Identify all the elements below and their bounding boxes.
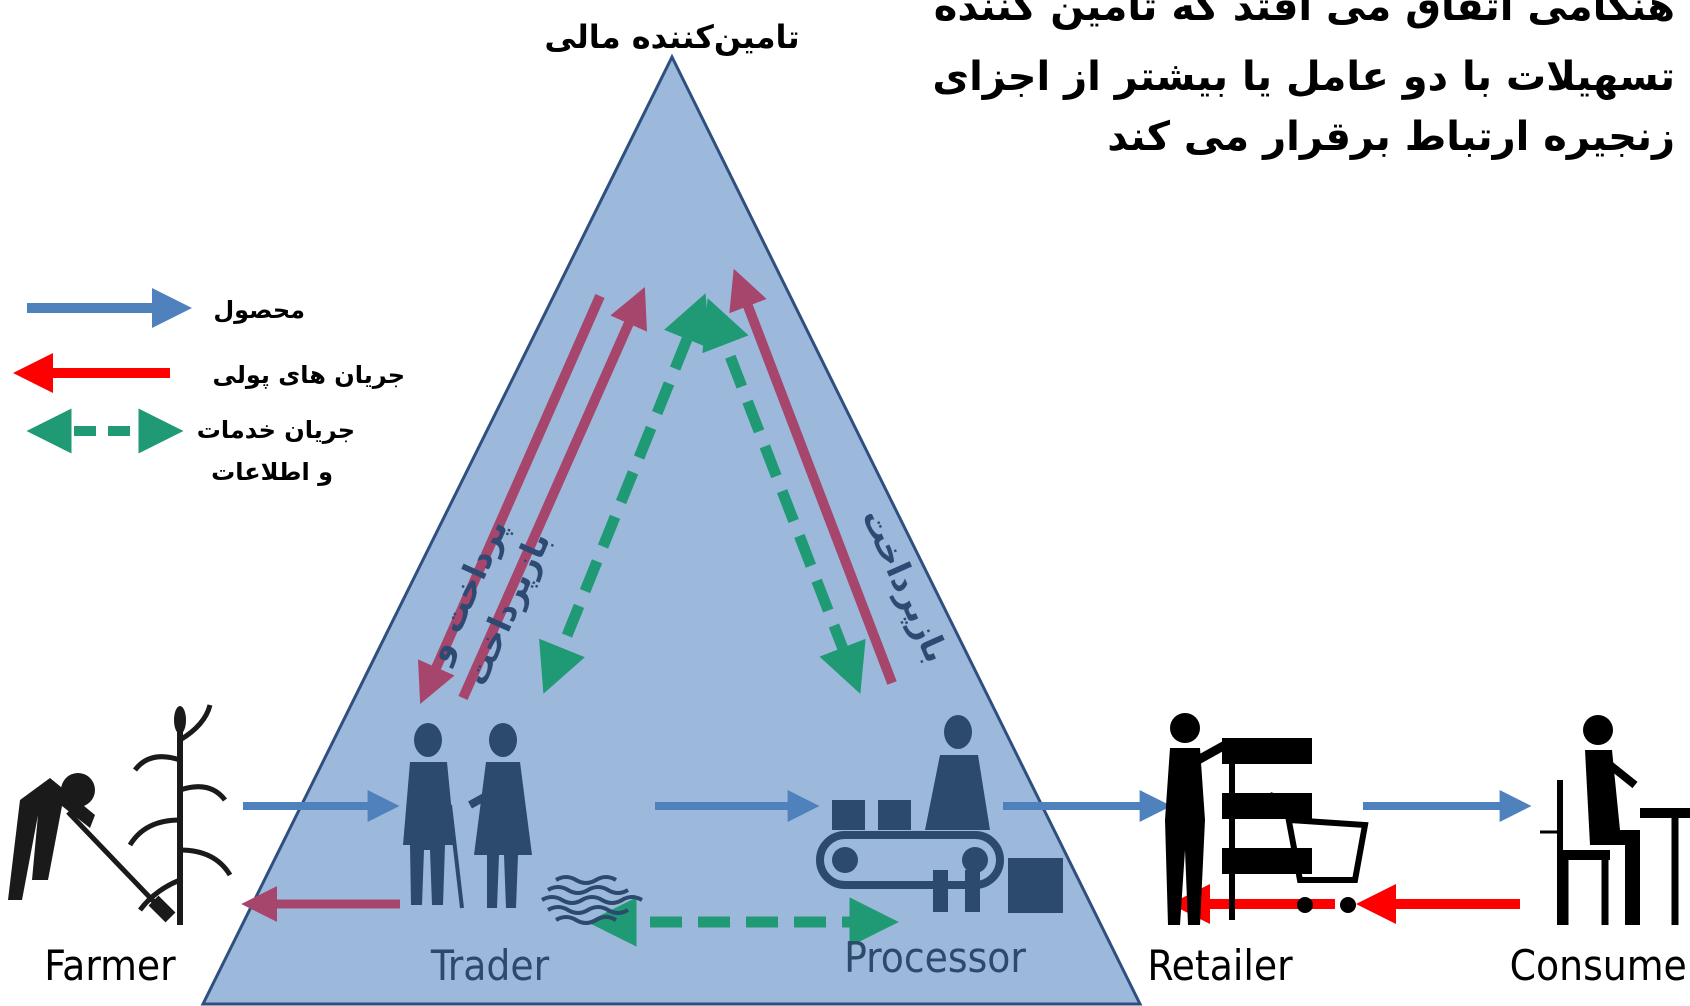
- apex-label: تامین‌کننده مالی: [544, 18, 799, 56]
- trader-icon: [403, 723, 532, 909]
- title-line-2: تسهیلات با دو عامل یا بیشتر از اجزای: [932, 54, 1675, 100]
- processor-icon: [816, 715, 1063, 913]
- retailer-icon: [1165, 713, 1369, 925]
- legend-service-label-1: جریان خدمات: [197, 416, 355, 444]
- consumer-label: Consumer: [1510, 941, 1690, 990]
- title-line-1: هنگامی اتفاق می افتد که تامین کننده: [934, 0, 1675, 30]
- trader-label: Trader: [430, 941, 550, 990]
- money-pile-icon: [540, 875, 644, 925]
- retailer-label: Retailer: [1147, 941, 1293, 990]
- processor-service-arrow: [702, 298, 866, 694]
- legend-service-label-2: و اطلاعات: [211, 458, 333, 486]
- trader-service-arrow: [539, 293, 710, 694]
- title-block: هنگامی اتفاق می افتد که تامین کننده تسهی…: [932, 0, 1675, 160]
- legend-money-label: جریان های پولی: [213, 361, 405, 389]
- consumer-icon: [1540, 715, 1690, 925]
- farmer-icon: [8, 704, 233, 925]
- farmer-label: Farmer: [44, 941, 176, 990]
- legend-product-label: محصول: [213, 296, 305, 324]
- legend: محصول جریان های پولی جریان خدمات و اطلاع…: [13, 288, 405, 486]
- processor-label: Processor: [844, 933, 1026, 982]
- title-line-3: زنجیره ارتباط برقرار می کند: [1107, 114, 1675, 160]
